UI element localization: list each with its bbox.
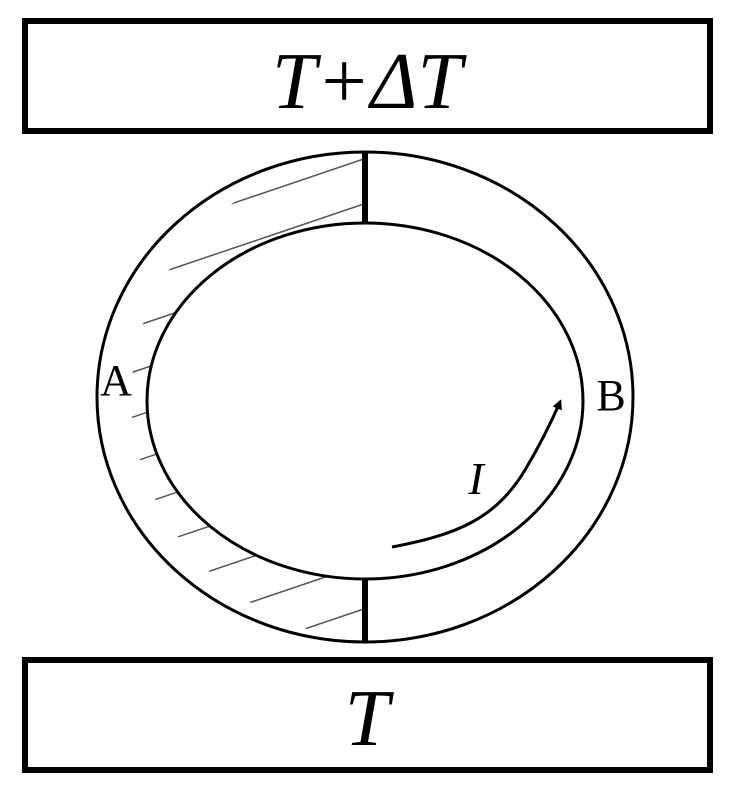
current-arrow [391, 399, 562, 549]
outer-ring [95, 150, 635, 644]
top-reservoir: T+ΔT [22, 18, 713, 134]
top-reservoir-box [22, 18, 713, 134]
material-a-label: A [100, 356, 132, 405]
inner-ring [145, 221, 585, 581]
current-indicator: I [391, 399, 562, 549]
bottom-reservoir-label: T [345, 675, 395, 763]
material-b-label: B [596, 371, 625, 420]
bottom-reservoir: T [22, 657, 713, 773]
current-label: I [467, 453, 486, 504]
bottom-reservoir-box [22, 657, 713, 773]
top-reservoir-label: T+ΔT [272, 38, 467, 126]
